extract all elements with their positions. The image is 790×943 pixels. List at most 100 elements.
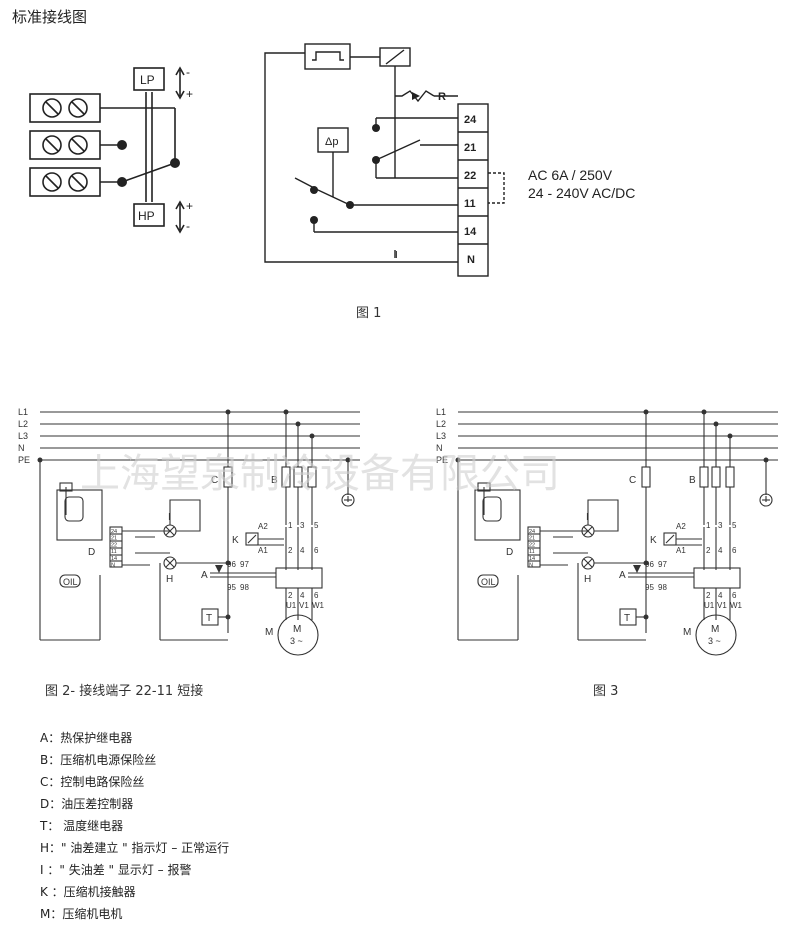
fig2-n: N [18, 443, 25, 453]
figure-3-caption: 图 3 [593, 684, 619, 699]
hp-minus: - [186, 219, 190, 233]
fig3-c95: 95 [645, 583, 654, 592]
fig3-l3: L3 [436, 431, 446, 441]
fig3-label-oil: OIL [481, 577, 496, 587]
legend-item-t: T： 温度继电器 [40, 819, 124, 833]
fig3-label-d: D [506, 547, 513, 558]
fig3-c1: 1 [706, 521, 711, 530]
fig3-c96: 96 [645, 560, 654, 569]
fig3-label-b: B [689, 475, 696, 486]
fig2-c4b: 4 [300, 591, 305, 600]
fig2-c6: 6 [314, 546, 319, 555]
fig2-u1: U1 [286, 601, 297, 610]
fig3-label-t: T [624, 613, 630, 624]
fig2-d-terminal-22: 22 [111, 542, 117, 548]
fig3-a1: A1 [676, 546, 686, 555]
fig3-c2: 2 [706, 546, 711, 555]
fig3-c98: 98 [658, 583, 667, 592]
fig2-label-t: T [206, 613, 212, 624]
legend-item-c: C：控制电路保险丝 [40, 775, 145, 789]
rating-line-2: 24 - 240V AC/DC [528, 185, 635, 201]
fig3-d-terminal-11: 11 [529, 549, 535, 555]
legend-item-d: D：油压差控制器 [40, 797, 134, 811]
fig3-c97: 97 [658, 560, 667, 569]
fig3-c2b: 2 [706, 591, 711, 600]
fig2-a1: A1 [258, 546, 268, 555]
fig3-motor-m: M [711, 624, 719, 635]
fig3-c6b: 6 [732, 591, 737, 600]
fig3-motor-phase: 3 ~ [708, 636, 721, 646]
terminal-22: 22 [464, 170, 476, 182]
terminal-11: 11 [464, 198, 476, 210]
fig2-l1: L1 [18, 407, 28, 417]
fig3-label-c: C [629, 475, 636, 486]
fig2-label-h: H [166, 574, 173, 585]
terminal-21: 21 [464, 142, 476, 154]
figure-1-caption: 图 1 [356, 306, 382, 321]
fig2-c2: 2 [288, 546, 293, 555]
fig3-c4b: 4 [718, 591, 723, 600]
hp-plus: + [186, 199, 193, 213]
fig3-c3: 3 [718, 521, 723, 530]
fig2-label-k: K [232, 535, 239, 546]
fig2-d-terminal-21: 21 [111, 536, 117, 542]
fig2-label-m: M [265, 627, 273, 638]
fig3-n: N [436, 443, 443, 453]
component-legend: A：热保护继电器 B：压缩机电源保险丝 C：控制电路保险丝 D：油压差控制器 T… [40, 727, 229, 925]
lp-minus: - [186, 65, 190, 79]
fig2-c2b: 2 [288, 591, 293, 600]
fig2-v1: V1 [299, 601, 309, 610]
fig2-c4: 4 [300, 546, 305, 555]
fig2-d-terminal-14: 14 [111, 556, 117, 562]
fig3-l1: L1 [436, 407, 446, 417]
fig2-pe: PE [18, 455, 30, 465]
terminal-n: N [467, 254, 475, 266]
fig2-d-terminal-24: 24 [111, 529, 117, 535]
watermark-text: 上海望泉制冷设备有限公司 [80, 452, 560, 496]
fig2-motor-m: M [293, 624, 301, 635]
fig3-label-m: M [683, 627, 691, 638]
fig2-a2: A2 [258, 522, 268, 531]
terminal-14: 14 [464, 226, 477, 238]
fig2-c5: 5 [314, 521, 319, 530]
legend-item-i: I ：" 失油差 " 显示灯 – 报警 [40, 863, 192, 877]
fig3-l2: L2 [436, 419, 446, 429]
figure-2-circuit [36, 408, 361, 656]
fig3-u1: U1 [704, 601, 715, 610]
legend-item-k: K ：压缩机接触器 [40, 885, 136, 899]
hp-label: HP [138, 209, 155, 223]
figure-2-caption: 图 2- 接线端子 22-11 短接 [45, 684, 204, 699]
fig2-motor-phase: 3 ~ [290, 636, 303, 646]
terminal-block-1 [29, 93, 101, 123]
fig3-label-k: K [650, 535, 657, 546]
fig2-label-a: A [201, 570, 208, 581]
legend-item-a: A：热保护继电器 [40, 731, 133, 745]
fig2-label-i: I [168, 512, 171, 523]
fig3-d-terminal-14: 14 [529, 556, 535, 562]
fig3-c5: 5 [732, 521, 737, 530]
fig3-pe: PE [436, 455, 448, 465]
fig3-label-h: H [584, 574, 591, 585]
fig2-c96: 96 [227, 560, 236, 569]
fig3-a2: A2 [676, 522, 686, 531]
fig2-d-terminal-11: 11 [111, 549, 117, 555]
fig3-d-terminal-21: 21 [529, 536, 535, 542]
fig3-label-a: A [619, 570, 626, 581]
fig3-d-terminal-22: 22 [529, 542, 535, 548]
lp-label: LP [140, 73, 155, 87]
fig2-c1: 1 [288, 521, 293, 530]
dp-label: Δp [325, 136, 338, 148]
fig2-l3: L3 [18, 431, 28, 441]
fig2-label-oil: OIL [63, 577, 78, 587]
fig2-c98: 98 [240, 583, 249, 592]
fig3-d-terminal-24: 24 [529, 529, 535, 535]
fig2-c95: 95 [227, 583, 236, 592]
rating-line-1: AC 6A / 250V [528, 167, 613, 183]
fig3-w1: W1 [730, 601, 743, 610]
fig3-v1: V1 [717, 601, 727, 610]
legend-item-m: M：压缩机电机 [40, 907, 123, 921]
fig2-c3: 3 [300, 521, 305, 530]
fig2-w1: W1 [312, 601, 325, 610]
figures-2-3-diagram: L1 L2 L3 N PE C B D OIL I H K A T M M 3 … [18, 407, 779, 656]
fig2-label-c: C [211, 475, 218, 486]
